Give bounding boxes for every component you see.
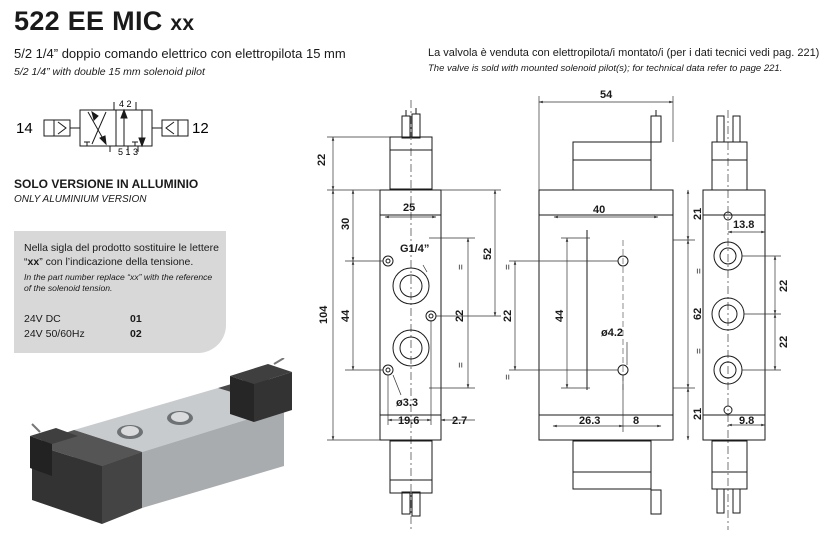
- front-dim-2-7: 2.7: [452, 415, 467, 427]
- front-dim-19-6: 19.6: [398, 415, 419, 427]
- side-dim-8: 8: [633, 415, 639, 427]
- front-equal-mark: =: [456, 362, 467, 368]
- title-main: 522 EE MIC: [14, 6, 163, 36]
- end-dim-22a: 22: [778, 280, 790, 292]
- front-dim-104: 104: [318, 305, 330, 324]
- valve-symbol: 14 12 4 2 5 1 3: [16, 99, 209, 157]
- info-line2-en: of the solenoid tension.: [24, 283, 113, 293]
- end-dim-22b: 22: [778, 336, 790, 348]
- title-suffix: xx: [170, 12, 195, 35]
- front-dim-22: 22: [316, 154, 328, 166]
- valve-product-image: [30, 358, 292, 524]
- side-dim-21-bot: 21: [692, 408, 704, 420]
- side-equal-mark: =: [503, 374, 514, 380]
- front-hole-label: ø3.3: [396, 397, 418, 409]
- version-italian: SOLO VERSIONE IN ALLUMINIO: [14, 177, 199, 191]
- info-text-english: In the part number replace “xx” with the…: [24, 272, 212, 294]
- side-dim-22: 22: [502, 310, 514, 322]
- port-14-label: 14: [16, 120, 33, 137]
- side-hole-label: ø4.2: [601, 327, 623, 339]
- ports-top-label: 4 2: [119, 99, 132, 109]
- side-dim-62: 62: [692, 308, 704, 320]
- option-label: 24V 50/60Hz: [24, 328, 85, 340]
- side-dim-54: 54: [600, 89, 613, 101]
- front-dim-52: 52: [482, 248, 494, 260]
- option-code: 01: [130, 313, 142, 325]
- option-code: 02: [130, 328, 142, 340]
- option-label: 24V DC: [24, 313, 61, 325]
- note-english: The valve is sold with mounted solenoid …: [428, 63, 783, 74]
- info-text-italian: Nella sigla del prodotto sostituire le l…: [24, 241, 219, 269]
- front-dim-30: 30: [340, 218, 352, 230]
- info-xx: xx: [27, 256, 40, 268]
- side-dim-44: 44: [554, 309, 566, 322]
- voltage-info-box: Nella sigla del prodotto sostituire le l…: [14, 231, 226, 353]
- front-dim-25: 25: [403, 202, 415, 214]
- side-equal-mark: =: [503, 264, 514, 270]
- note-italian: La valvola è venduta con elettropilota/i…: [428, 47, 819, 59]
- page-title: 522 EE MIC xx: [14, 6, 194, 37]
- subtitle-italian: 5/2 1/4” doppio comando elettrico con el…: [14, 46, 346, 61]
- front-equal-mark: =: [456, 264, 467, 270]
- front-dim-44: 44: [340, 309, 352, 322]
- side-dim-21-top: 21: [692, 208, 704, 220]
- end-equal-mark: =: [694, 268, 705, 274]
- front-dim-22-mid: 22: [454, 310, 466, 322]
- info-quote-open: “: [24, 256, 28, 268]
- info-line1-it: Nella sigla del prodotto sostituire le l…: [24, 242, 219, 254]
- subtitle-english: 5/2 1/4” with double 15 mm solenoid pilo…: [14, 66, 205, 78]
- front-port-label: G1/4”: [400, 243, 429, 255]
- info-line2-it: ” con l’indicazione della tensione.: [39, 256, 194, 268]
- side-dim-26-3: 26.3: [579, 415, 600, 427]
- end-dim-9-8: 9.8: [739, 415, 754, 427]
- end-view: [702, 110, 766, 530]
- side-view: [538, 110, 674, 515]
- side-dim-40: 40: [593, 204, 605, 216]
- info-line1-en: In the part number replace “xx” with the…: [24, 272, 213, 282]
- technical-drawing: 22 30 25 104 44 52 G1/4” 22 = = ø3.3 19.…: [316, 89, 790, 530]
- port-12-label: 12: [192, 120, 209, 137]
- version-english: ONLY ALUMINIUM VERSION: [14, 194, 147, 205]
- end-equal-mark: =: [694, 348, 705, 354]
- front-view: [379, 100, 442, 530]
- end-dim-13-8: 13.8: [733, 219, 754, 231]
